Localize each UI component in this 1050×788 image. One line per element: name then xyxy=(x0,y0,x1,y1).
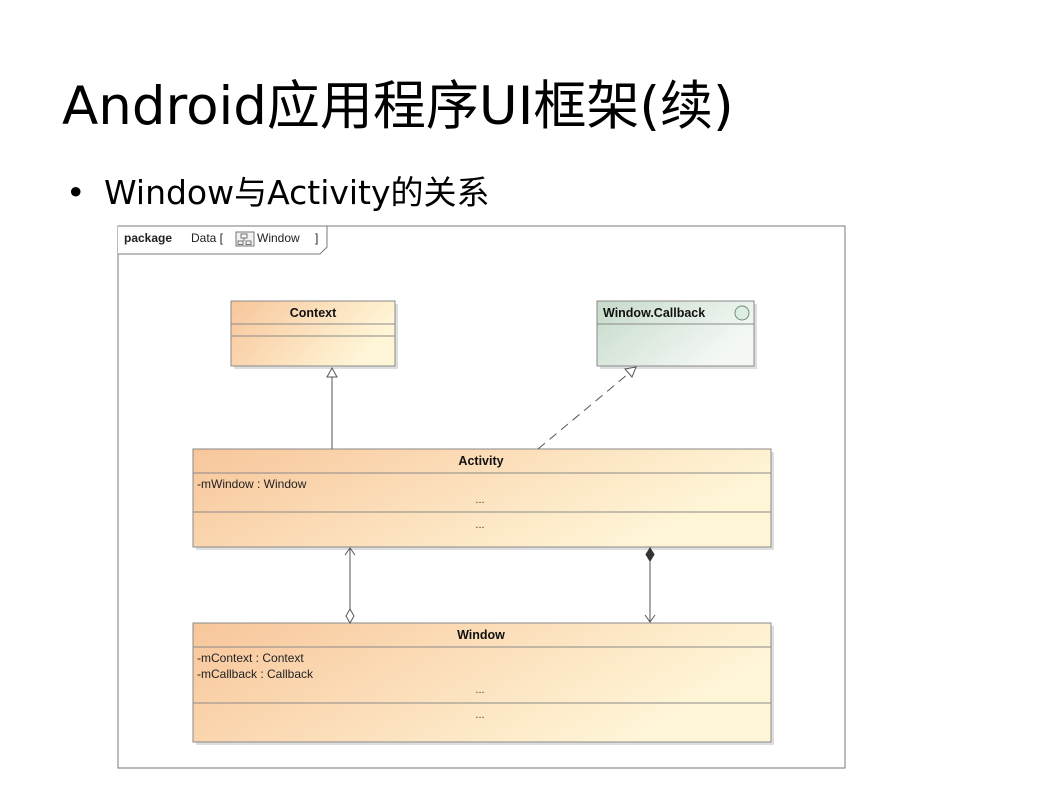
operation-ellipsis: ... xyxy=(475,519,484,531)
class-name-activity: Activity xyxy=(458,454,503,468)
class-name-window: Window xyxy=(457,628,505,642)
frame-label-prefix: Data [ xyxy=(191,231,224,245)
attribute-mcallback: -mCallback : Callback xyxy=(197,667,314,681)
class-name-callback: Window.Callback xyxy=(603,306,705,320)
slide-title: Android应用程序UI框架(续) xyxy=(62,76,734,137)
class-window[interactable]: Window -mContext : Context -mCallback : … xyxy=(192,622,774,745)
composition-arrow xyxy=(644,547,656,623)
attribute-ellipsis: ... xyxy=(475,494,484,506)
interface-circle-icon xyxy=(734,305,750,321)
attribute-ellipsis: ... xyxy=(475,684,484,696)
bullet-text: Window与Activity的关系 xyxy=(104,173,490,212)
aggregation-arrow xyxy=(344,547,356,625)
frame-label-suffix: ] xyxy=(315,231,318,245)
class-name-context: Context xyxy=(290,306,337,320)
generalization-arrow xyxy=(326,366,338,449)
class-context[interactable]: Context xyxy=(230,300,398,369)
class-diagram-icon xyxy=(235,231,255,247)
realization-arrow xyxy=(537,366,637,450)
class-activity[interactable]: Activity -mWindow : Window ... ... xyxy=(192,448,774,550)
frame-keyword: package xyxy=(124,231,172,245)
bullet-item: • Window与Activity的关系 xyxy=(64,166,490,214)
interface-window-callback[interactable]: Window.Callback xyxy=(596,300,757,369)
attribute-mcontext: -mContext : Context xyxy=(197,651,304,665)
frame-label-name: Window xyxy=(257,231,300,245)
operation-ellipsis: ... xyxy=(475,709,484,721)
bullet-dot-icon: • xyxy=(66,173,86,212)
attribute-mwindow: -mWindow : Window xyxy=(197,477,307,491)
